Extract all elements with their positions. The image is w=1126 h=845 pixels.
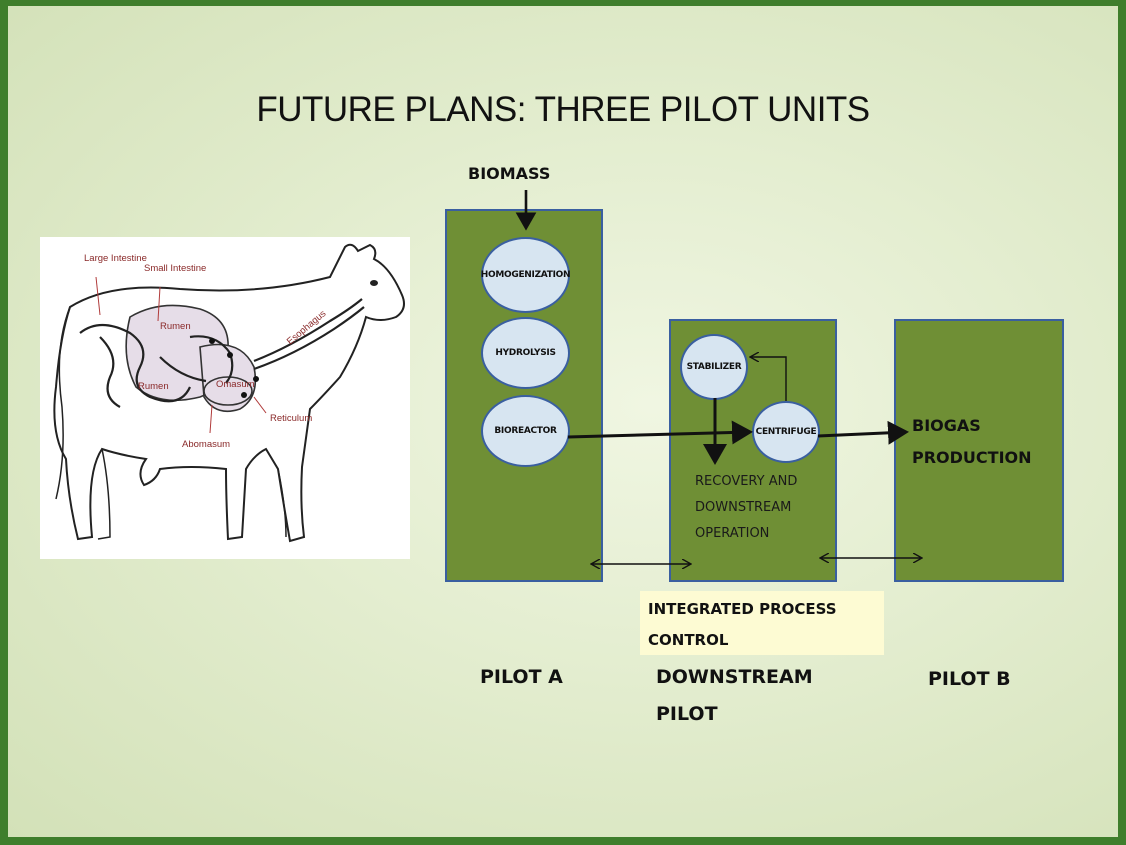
- ipc-line-1: INTEGRATED PROCESS: [648, 600, 837, 618]
- centrifuge-circle: CENTRIFUGE: [752, 401, 820, 463]
- feedback-arrow: [751, 357, 787, 401]
- recovery-line-2: DOWNSTREAM: [695, 500, 792, 515]
- cow-label-reticulum: Reticulum: [270, 413, 312, 424]
- homogenization-circle: HOMOGENIZATION: [481, 237, 571, 313]
- cow-label-abomasum: Abomasum: [182, 439, 230, 450]
- downstream-pilot-label-2: PILOT: [656, 703, 718, 725]
- hydrolysis-circle: HYDROLYSIS: [481, 317, 570, 389]
- cow-digestive-illustration: Large Intestine Small Intestine Rumen Ru…: [40, 237, 410, 559]
- cow-label-omasum: Omasum: [216, 379, 255, 390]
- pilot-a-label: PILOT A: [480, 666, 563, 688]
- cow-label-small-intestine: Small Intestine: [144, 263, 206, 274]
- cow-label-large-intestine: Large Intestine: [84, 253, 147, 264]
- pilot-b-label: PILOT B: [928, 668, 1011, 690]
- pilot-b-box: [894, 319, 1064, 582]
- slide-title: FUTURE PLANS: THREE PILOT UNITS: [256, 90, 870, 129]
- flow-arrows: [515, 190, 1118, 837]
- ipc-line-2: CONTROL: [648, 631, 729, 649]
- downstream-pilot-label-1: DOWNSTREAM: [656, 666, 813, 688]
- cow-label-rumen-lower: Rumen: [138, 381, 169, 392]
- bioreactor-circle: BIOREACTOR: [481, 395, 570, 467]
- biogas-line-2: PRODUCTION: [912, 448, 1032, 467]
- biomass-label: BIOMASS: [468, 164, 551, 183]
- centrifuge-to-biogas-arrow: [817, 420, 909, 445]
- recovery-line-3: OPERATION: [695, 526, 770, 541]
- bioreactor-to-centrifuge-arrow: [567, 420, 753, 445]
- integrated-process-control-box: INTEGRATED PROCESS CONTROL: [640, 591, 884, 655]
- cow-drawing: Large Intestine Small Intestine Rumen Ru…: [53, 243, 405, 543]
- cow-label-rumen-upper: Rumen: [160, 321, 191, 332]
- biogas-line-1: BIOGAS: [912, 416, 981, 435]
- recovery-line-1: RECOVERY AND: [695, 474, 798, 489]
